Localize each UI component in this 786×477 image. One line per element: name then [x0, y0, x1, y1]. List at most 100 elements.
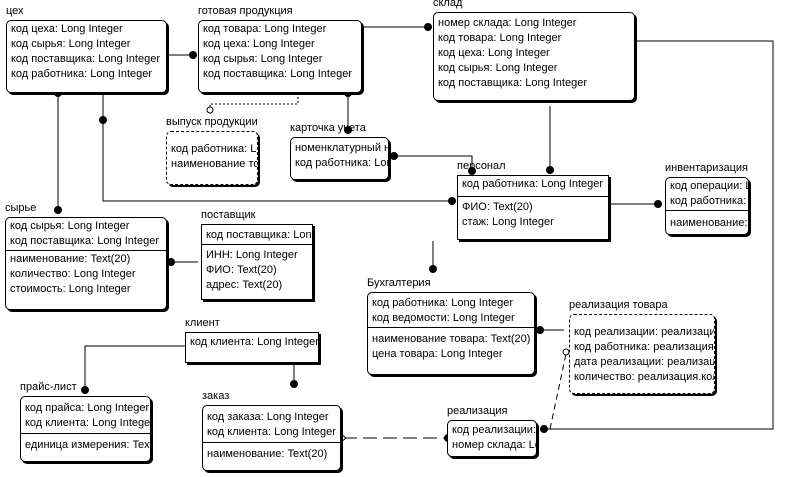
entity-personal[interactable]: персонал код работника: Long Integer ФИО… — [457, 160, 609, 240]
attribute: ФИО: Text(20) — [462, 201, 533, 213]
key-attribute: номенклатурный номер: Long Integer — [295, 142, 388, 154]
entity-title: персонал — [457, 160, 506, 172]
entity-title: готовая продукция — [198, 5, 293, 17]
rel-dot — [536, 326, 544, 334]
rel-dot — [468, 167, 476, 175]
key-attribute: код ведомости: Long Integer — [372, 312, 515, 324]
key-attribute: номер склада: Long Integer — [438, 17, 577, 29]
entity-bukhgalteriya[interactable]: Бухгалтерия код работника: Long Integer … — [367, 277, 535, 375]
attribute: цена товара: Long Integer — [372, 348, 503, 360]
rel-tsekh-personal — [102, 93, 456, 202]
rel-dot — [290, 380, 298, 388]
key-attribute: номер склада: Long Integer — [452, 439, 536, 451]
attribute: наименование товара: Text(20) — [171, 158, 257, 170]
key-attribute: код реализации: Long Integer — [452, 424, 536, 436]
key-attribute: код операции: Long Integer — [670, 180, 748, 192]
entity-gotovaya-produktsiya[interactable]: готовая продукция код товара: Long Integ… — [198, 5, 362, 93]
entity-title: клиент — [185, 317, 220, 329]
entity-title: реализация — [447, 405, 508, 417]
entity-klient[interactable]: клиент код клиента: Long Integer — [185, 317, 319, 363]
entity-vypusk-produktsii[interactable]: выпуск продукции код работника: Long Int… — [166, 116, 258, 185]
entity-sklad[interactable]: склад номер склада: Long Integer код тов… — [433, 0, 635, 101]
rel-dot — [448, 197, 456, 205]
entity-postavshchik[interactable]: поставщик код поставщика: Long Integer И… — [201, 209, 313, 300]
key-attribute: код прайса: Long Integer — [25, 402, 150, 414]
attribute: единица измерения: Text(20) — [25, 439, 150, 451]
rel-dot — [654, 200, 662, 208]
entity-prays-list[interactable]: прайс-лист код прайса: Long Integer код … — [20, 381, 151, 462]
attribute: адрес: Text(20) — [206, 279, 283, 291]
key-attribute: код клиента: Long Integer — [25, 417, 150, 429]
rel-gotovaya-vypusk — [209, 93, 299, 113]
attribute: количество: Long Integer — [10, 268, 136, 280]
rel-klient-prays — [84, 345, 185, 393]
entity-kartochka-ucheta[interactable]: карточка учета номенклатурный номер: Lon… — [290, 122, 389, 180]
rel-dot — [81, 386, 89, 394]
key-attribute: код поставщика: Long Integer — [438, 77, 587, 89]
entity-title: Бухгалтерия — [367, 277, 431, 289]
attribute: наименование: Text(20) — [670, 217, 748, 229]
attribute: код работника: реализация.код работника — [574, 341, 714, 353]
key-attribute: код работника: Long Integer — [295, 157, 388, 169]
key-attribute: код цеха: Long Integer — [438, 47, 550, 59]
rel-dot — [54, 206, 62, 214]
attribute: стоимость: Long Integer — [10, 283, 131, 295]
key-attribute: код поставщика: Long Integer — [11, 53, 160, 65]
entity-syrye[interactable]: сырье код сырья: Long Integer код постав… — [5, 202, 167, 310]
rel-dot — [540, 425, 548, 433]
attribute: ФИО: Text(20) — [206, 264, 277, 276]
attribute: ИНН: Long Integer — [206, 249, 298, 261]
key-attribute: код цеха: Long Integer — [203, 38, 315, 50]
key-attribute: код сырья: Long Integer — [203, 53, 323, 65]
rel-realizatsiya-realizatsiya-tovara — [549, 353, 567, 430]
entity-title: карточка учета — [290, 122, 366, 134]
entity-tsekh[interactable]: цех код цеха: Long Integer код сырья: Lo… — [6, 5, 167, 93]
key-attribute: код товара: Long Integer — [203, 23, 327, 35]
key-attribute: код поставщика: Long Integer — [10, 235, 159, 247]
key-attribute: код поставщика: Long Integer — [203, 68, 352, 80]
attribute: наименование: Text(20) — [207, 448, 328, 460]
key-attribute: код цеха: Long Integer — [11, 23, 123, 35]
key-attribute: код клиента: Long Integer — [190, 336, 318, 348]
attribute: количество: реализация.количество — [574, 371, 714, 383]
entity-realizatsiya-tovara[interactable]: реализация товара код реализации: реализ… — [569, 299, 715, 394]
key-attribute: код работника: Long Integer — [670, 195, 748, 207]
entity-title: склад — [433, 0, 463, 9]
key-attribute: код сырья: Long Integer — [438, 62, 558, 74]
key-attribute: код сырья: Long Integer — [10, 220, 130, 232]
rel-dot — [429, 265, 437, 273]
entity-zakaz[interactable]: заказ код заказа: Long Integer код клиен… — [202, 390, 341, 471]
entity-title: цех — [6, 5, 24, 17]
entity-title: прайс-лист — [20, 381, 77, 393]
rel-dot — [546, 166, 554, 174]
entity-title: заказ — [202, 390, 230, 402]
key-attribute: код клиента: Long Integer — [207, 426, 336, 438]
entity-realizatsiya[interactable]: реализация код реализации: Long Integer … — [447, 405, 537, 457]
entity-title: сырье — [5, 202, 37, 214]
key-attribute: код товара: Long Integer — [438, 32, 562, 44]
attribute: дата реализации: реализация.дата реализа… — [574, 356, 714, 368]
rel-open-circle — [206, 106, 214, 114]
key-attribute: код работника: Long Integer — [372, 297, 514, 309]
attribute: стаж: Long Integer — [462, 216, 554, 228]
entity-title: реализация товара — [569, 299, 668, 311]
rel-dot — [99, 116, 107, 124]
rel-dot — [189, 51, 197, 59]
attribute: код реализации: реализация.код реализаци… — [574, 326, 714, 338]
rel-sklad-realizatsiya — [540, 40, 774, 430]
key-attribute: код сырья: Long Integer — [11, 38, 131, 50]
rel-dot — [167, 258, 175, 266]
entity-title: поставщик — [201, 209, 256, 221]
entity-title: выпуск продукции — [166, 116, 258, 128]
attribute: наименование: Text(20) — [10, 253, 131, 265]
rel-dot — [344, 126, 352, 134]
key-attribute: код работника: Long Integer — [11, 68, 153, 80]
key-attribute: код работника: Long Integer — [462, 178, 604, 190]
entity-title: инвентаризация — [665, 162, 748, 174]
key-attribute: код заказа: Long Integer — [207, 411, 329, 423]
attribute: код работника: Long Integer — [171, 143, 257, 155]
entity-inventarizatsiya[interactable]: инвентаризация код операции: Long Intege… — [665, 162, 749, 235]
rel-dot — [424, 23, 432, 31]
attribute: наименование товара: Text(20) — [372, 333, 531, 345]
